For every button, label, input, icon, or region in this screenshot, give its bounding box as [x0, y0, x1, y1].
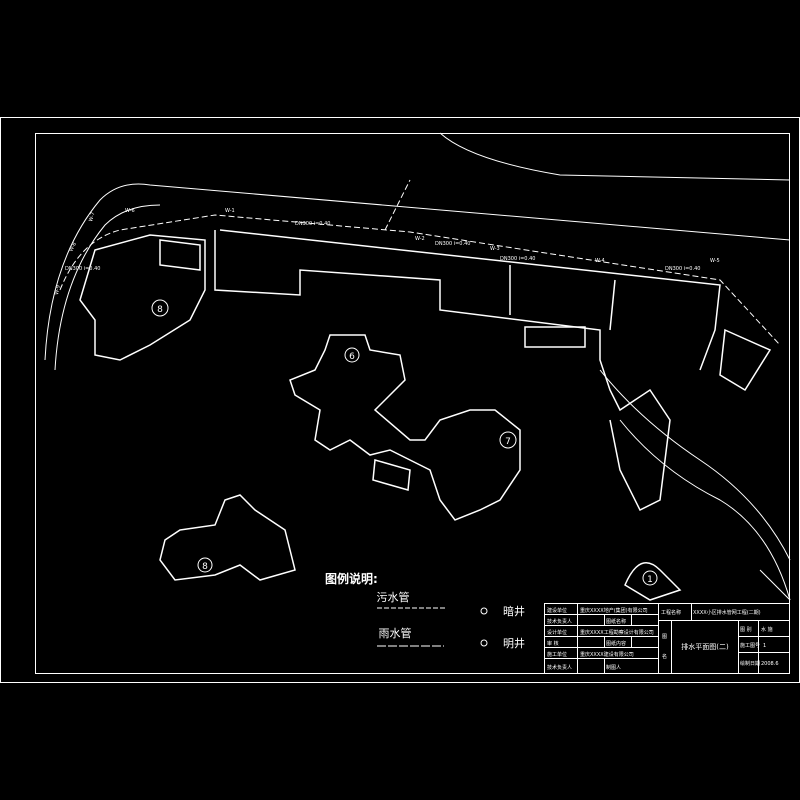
building-number: 7	[505, 437, 511, 447]
pipe-label: W-5	[710, 258, 720, 264]
tb-value: 图纸名称	[606, 618, 626, 625]
tb-value: 重庆XXXX地产(集团)有限公司	[580, 607, 648, 614]
tb-drawing-name: 排水平面图(二)	[681, 642, 729, 651]
building-number: 6	[349, 352, 355, 362]
title-block-text: 建设单位 重庆XXXX地产(集团)有限公司 技术负责人 图纸名称 设计单位 重庆…	[547, 607, 779, 671]
tb-date-label: 绘制日期	[740, 660, 760, 667]
tb-date: 2008.6	[761, 661, 779, 667]
tb-project-label: 工程名称	[661, 609, 681, 616]
pipe-label: W-6	[125, 208, 135, 214]
sewer-pipe	[59, 179, 781, 346]
legend-hidden-well: 暗井	[503, 604, 525, 618]
tb-drawing-label: 图	[662, 634, 667, 640]
pipe-label: DN300 i=0.40	[295, 221, 330, 227]
pipe-label: W-9	[54, 285, 62, 296]
tb-project-name: XXXX小区排水管网工程(二期)	[693, 609, 761, 616]
tb-category-label: 图 别	[740, 626, 752, 633]
tb-label: 技术负责人	[547, 618, 572, 625]
pipe-label: DN300 i=0.40	[65, 266, 100, 272]
tb-number-label: 施工图号	[740, 642, 760, 649]
pipe-label: W-1	[225, 208, 235, 214]
building-number: 8	[202, 562, 208, 572]
building-number: 8	[157, 305, 163, 315]
open-well-icon	[480, 639, 488, 647]
legend-title: 图例说明:	[325, 571, 378, 586]
title-block	[544, 603, 790, 674]
road-lines	[44, 132, 791, 601]
tb-value: 重庆XXXX建设有限公司	[580, 651, 634, 658]
hidden-well-icon	[480, 607, 488, 615]
tb-label: 审 核	[547, 640, 559, 647]
legend-sewage-label: 污水管	[377, 590, 410, 604]
pipe-labels: W-1 DN300 i=0.40 W-2 DN300 i=0.40 W-3 DN…	[54, 208, 720, 295]
pipe-label: DN300 i=0.40	[500, 256, 535, 262]
legend-open-well: 明井	[503, 636, 525, 650]
tb-number: 1	[763, 643, 766, 649]
building-number: 1	[647, 575, 653, 585]
pipe-label: W-7	[88, 212, 96, 223]
tb-value: 图纸内容	[606, 640, 626, 647]
tb-label: 技术负责人	[547, 664, 572, 671]
pipe-label: W-2	[415, 236, 425, 242]
tb-value: 制图人	[606, 664, 621, 671]
tb-label: 设计单位	[547, 629, 567, 636]
tb-drawing-label: 名	[662, 653, 667, 660]
pipe-label: W-8	[68, 241, 78, 252]
tb-value: 重庆XXXX工程勘察设计有限公司	[580, 629, 654, 636]
tb-label: 施工单位	[547, 651, 567, 658]
building-outlines	[79, 229, 772, 601]
building-markers: 8 6 7 8 1	[151, 299, 658, 586]
tb-category: 水 施	[761, 626, 773, 633]
inner-frame	[35, 133, 790, 674]
legend-rain-label: 雨水管	[379, 626, 412, 640]
tb-label: 建设单位	[547, 607, 567, 614]
pipe-label: W-3	[490, 246, 500, 252]
pipe-label: W-4	[595, 258, 605, 264]
pipe-label: DN300 i=0.40	[665, 266, 700, 272]
legend: 图例说明: 污水管 雨水管 暗井 明井	[325, 571, 525, 650]
pipe-label: DN300 i=0.40	[435, 241, 470, 247]
